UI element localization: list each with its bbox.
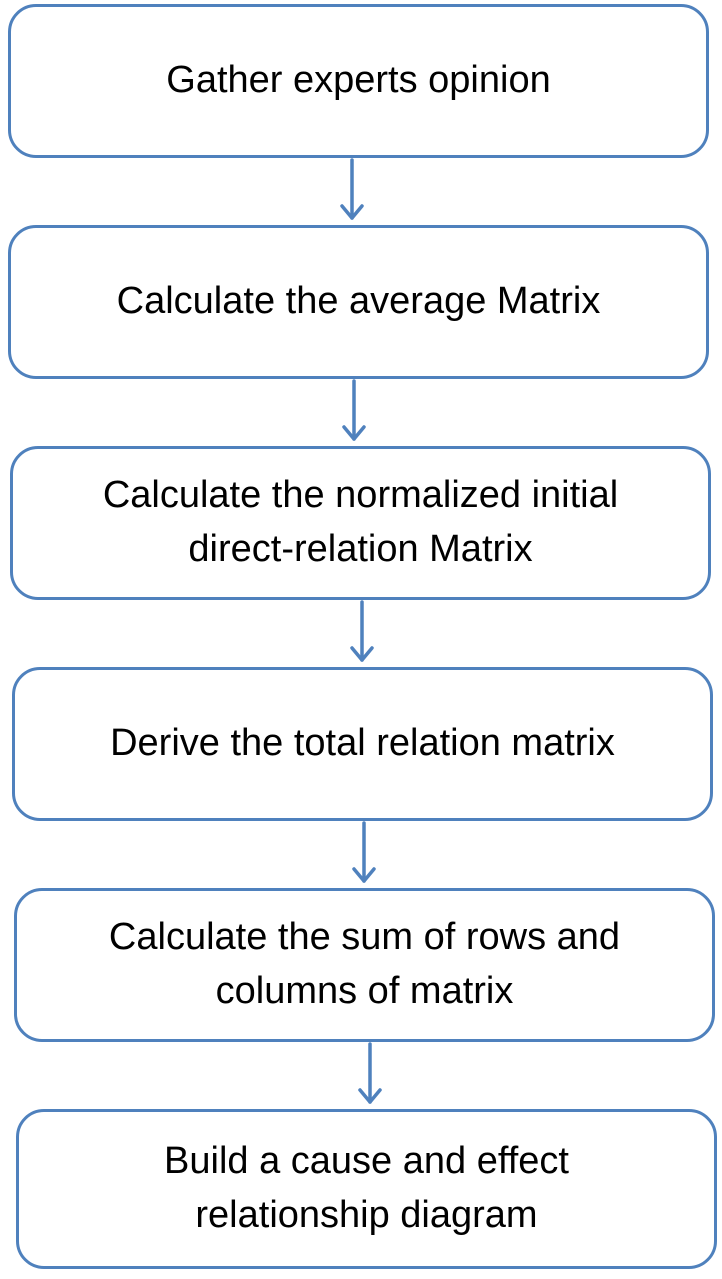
- step-calculate-average-matrix: Calculate the average Matrix: [8, 225, 709, 379]
- arrow-2: [342, 379, 366, 441]
- arrow-3: [350, 600, 374, 662]
- step-label: Gather experts opinion: [166, 59, 551, 102]
- arrow-5: [358, 1042, 382, 1104]
- step-sum-rows-columns: Calculate the sum of rows and columns of…: [14, 888, 715, 1042]
- step-build-cause-effect-diagram: Build a cause and effect relationship di…: [16, 1109, 717, 1269]
- step-label: Calculate the sum of rows and columns of…: [108, 916, 621, 1012]
- step-label: Calculate the normalized initial direct-…: [102, 474, 619, 570]
- step-label: Build a cause and effect relationship di…: [164, 1140, 569, 1236]
- step-label: Calculate the average Matrix: [116, 280, 601, 323]
- step-calculate-normalized-matrix: Calculate the normalized initial direct-…: [10, 446, 711, 600]
- arrow-1: [340, 158, 364, 220]
- step-derive-total-relation-matrix: Derive the total relation matrix: [12, 667, 713, 821]
- arrow-4: [352, 821, 376, 883]
- step-gather-experts-opinion: Gather experts opinion: [8, 4, 709, 158]
- step-label: Derive the total relation matrix: [110, 722, 615, 765]
